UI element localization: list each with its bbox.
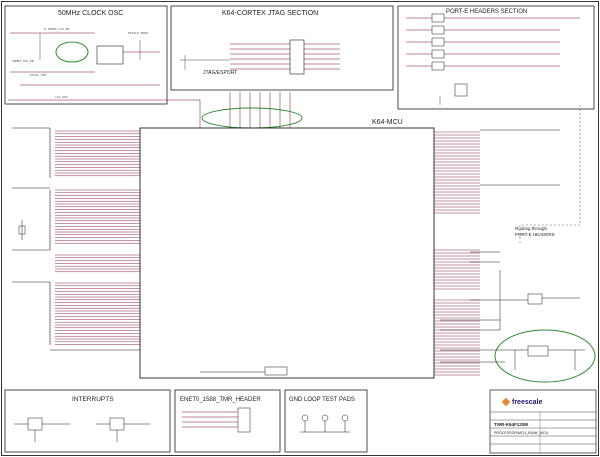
enet-section: ENET0_1588_TMR_HEADER [174, 389, 281, 453]
oscillator-chip [96, 45, 124, 65]
routing-dashed-line [519, 105, 581, 245]
jtag-section-title: K64-CORTEX JTAG SECTION [222, 10, 318, 17]
svg-text:CLK_OUT: CLK_OUT [55, 95, 68, 99]
clock-section-title: 50MHz CLOCK OSC [58, 10, 123, 17]
interrupts-title: INTERRUPTS [72, 396, 114, 403]
mcu-right-pins [434, 131, 480, 376]
right-bus [470, 129, 560, 263]
sheet-name: PROCESSOR/MCU_BANK_MCU [494, 431, 549, 435]
routing-note-2: PORT-E HEADERS [515, 232, 555, 237]
gnd-title: GND LOOP TEST PADS [289, 397, 355, 403]
port-e-section: PORT-E HEADERS SECTION [397, 5, 595, 110]
port-e-section-title: PORT-E HEADERS SECTION [446, 9, 527, 15]
board-name: TWR-K64F120M [494, 422, 528, 427]
enet-title: ENET0_1588_TMR_HEADER [180, 397, 261, 403]
jtag-connector [289, 39, 305, 75]
svg-text:50MHZ_OSC_EN: 50MHZ_OSC_EN [12, 59, 34, 63]
k64-mcu: K64-MCU [55, 119, 480, 379]
clock-osc-section: 50MHz CLOCK OSC R 50MHZ_CLK_EN EXTAL0_FR… [4, 5, 168, 105]
jtag-section: K64-CORTEX JTAG SECTION JTAG/ESPORT [170, 5, 394, 91]
svg-text:EXTAL_50M: EXTAL_50M [30, 73, 46, 77]
mcu-left-pins [55, 130, 140, 345]
clock-highlight-circle [55, 41, 89, 63]
routing-note: Routing through [515, 226, 548, 231]
gnd-loop-section: GND LOOP TEST PADS [284, 389, 368, 453]
right-components [440, 270, 580, 331]
brand-name: freescale [512, 399, 543, 406]
crystal-highlight-circle [494, 329, 596, 383]
jtag-header-label: JTAG/ESPORT [203, 70, 237, 76]
freescale-mark-icon [501, 397, 511, 407]
freescale-logo: freescale [501, 397, 543, 407]
svg-text:R 50MHZ_CLK_EN: R 50MHZ_CLK_EN [44, 27, 69, 31]
svg-text:EXTAL0_FREQ: EXTAL0_FREQ [128, 31, 148, 35]
title-block: TWR-K64F120M PROCESSOR/MCU_BANK_MCU [489, 389, 597, 454]
interrupts-section: INTERRUPTS [4, 389, 171, 453]
mcu-title: K64-MCU [372, 119, 403, 126]
left-bus [12, 127, 140, 351]
